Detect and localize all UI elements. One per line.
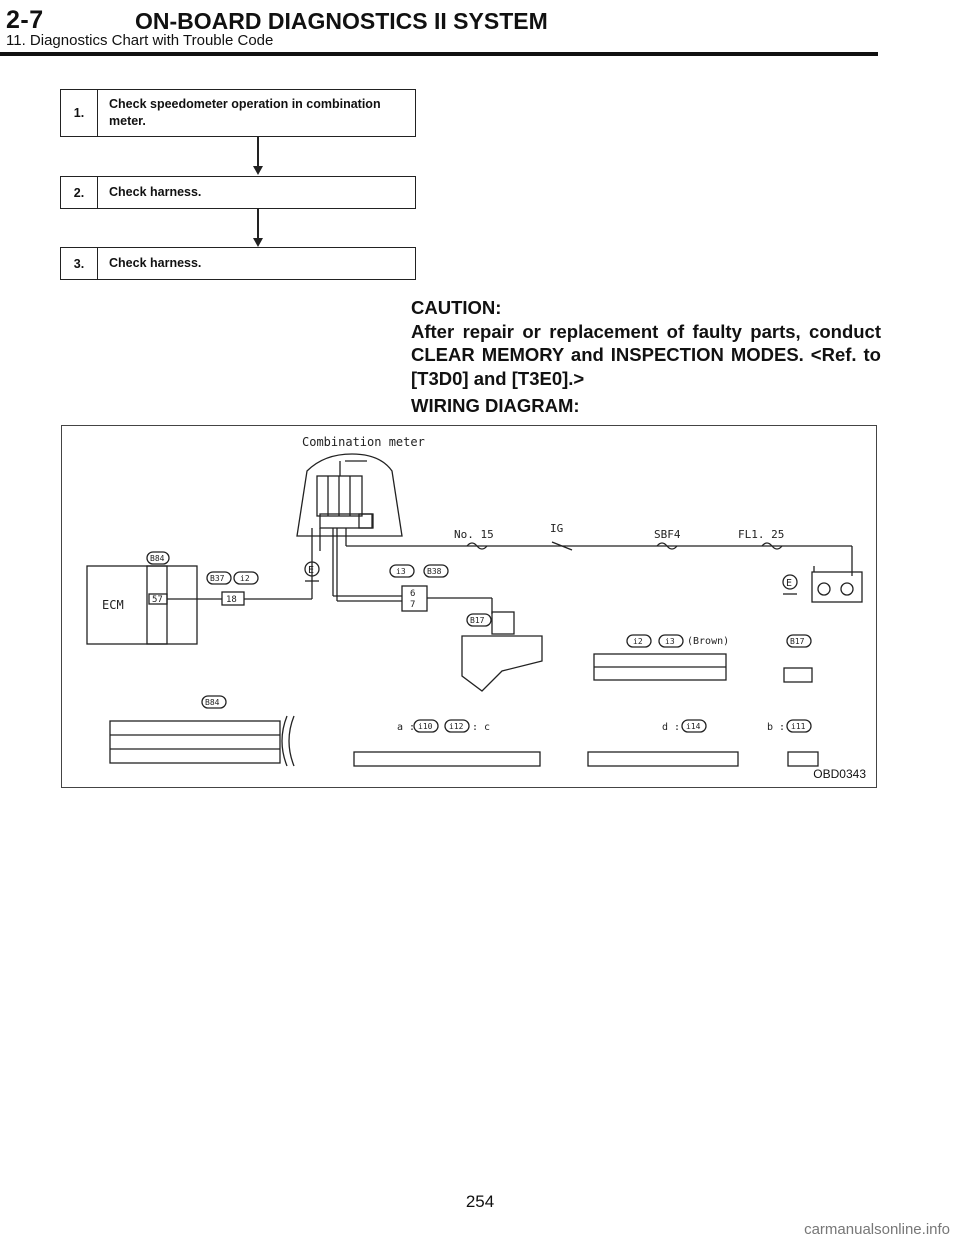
caution-text: CAUTION: After repair or replacement of … (411, 297, 881, 389)
b17-connector (783, 667, 813, 683)
combination-meter-label: Combination meter (302, 435, 425, 449)
section-number: 2-7 (6, 6, 44, 34)
connector-color-label: (Brown) (687, 636, 729, 647)
connector-label: B38 (427, 567, 442, 576)
connector-label: i3 (665, 637, 675, 646)
step-number: 1. (61, 90, 98, 136)
i10-i12-connector (353, 751, 541, 767)
step-number: 3. (61, 248, 98, 279)
connector-label: i14 (686, 722, 701, 731)
i14-connector (587, 751, 739, 767)
pin-label: 6 (410, 589, 415, 599)
connector-label: i3 (396, 567, 406, 576)
header-rule (0, 52, 878, 56)
ecm-box (86, 565, 198, 645)
ecm-label: ECM (102, 598, 124, 612)
flow-arrowhead (253, 238, 263, 247)
step-text: Check speedometer operation in combinati… (109, 97, 381, 128)
connector-label: : c (472, 722, 490, 733)
connector-label: B37 (210, 574, 225, 583)
step-text: Check harness. (109, 256, 202, 270)
i11-connector (787, 751, 819, 767)
connector-label: B84 (205, 698, 220, 707)
step-number: 2. (61, 177, 98, 208)
connector-label: i10 (418, 722, 433, 731)
page-subtitle: 11. Diagnostics Chart with Trouble Code (6, 32, 274, 49)
site-watermark[interactable]: carmanualsonline.info (804, 1221, 950, 1238)
step-2-box: 2. Check harness. (60, 176, 416, 209)
step-3-box: 3. Check harness. (60, 247, 416, 280)
connector-label: i2 (633, 637, 643, 646)
ground-label: E (786, 578, 792, 589)
connector-label: i2 (240, 574, 250, 583)
battery-shape (811, 571, 863, 603)
step-text: Check harness. (109, 185, 202, 199)
step-1-box: 1. Check speedometer operation in combin… (60, 89, 416, 137)
wiring-diagram-title: WIRING DIAGRAM: (411, 395, 580, 416)
page-header: 2-7 ON-BOARD DIAGNOSTICS II SYSTEM 11. D… (0, 0, 960, 60)
connector-label: d : (662, 722, 680, 733)
flow-arrow (257, 209, 259, 239)
pin-label: 7 (410, 600, 415, 610)
ground-label: E (308, 565, 314, 576)
wiring-diagram: Combination meter ECM 57 18 6 7 No. 15 I… (61, 425, 877, 788)
pin-label: 18 (226, 595, 237, 605)
combination-meter-shape (296, 453, 403, 537)
ignition-label: IG (550, 522, 563, 535)
connector-label: i12 (449, 722, 464, 731)
connector-label: B17 (470, 616, 485, 625)
fuse-label: No. 15 (454, 528, 494, 541)
connector-label: B17 (790, 637, 805, 646)
fuse-label: FL1. 25 (738, 528, 784, 541)
wiring-diagram-svg: Combination meter ECM 57 18 6 7 No. 15 I… (86, 435, 863, 767)
connector-label: b : (767, 722, 785, 733)
figure-code: OBD0343 (813, 767, 866, 781)
connector-label: i11 (791, 722, 806, 731)
page-number: 254 (465, 1192, 495, 1211)
page-title: ON-BOARD DIAGNOSTICS II SYSTEM (135, 8, 548, 34)
flow-arrowhead (253, 166, 263, 175)
b84-connector (109, 720, 281, 764)
connector-label: a : (397, 722, 415, 733)
flow-arrow (257, 137, 259, 167)
sensor-shape (461, 635, 543, 692)
caution-note: CAUTION: After repair or replacement of … (411, 296, 881, 390)
pin-label: 57 (152, 595, 163, 605)
fuse-label: SBF4 (654, 528, 681, 541)
connector-label: B84 (150, 554, 165, 563)
